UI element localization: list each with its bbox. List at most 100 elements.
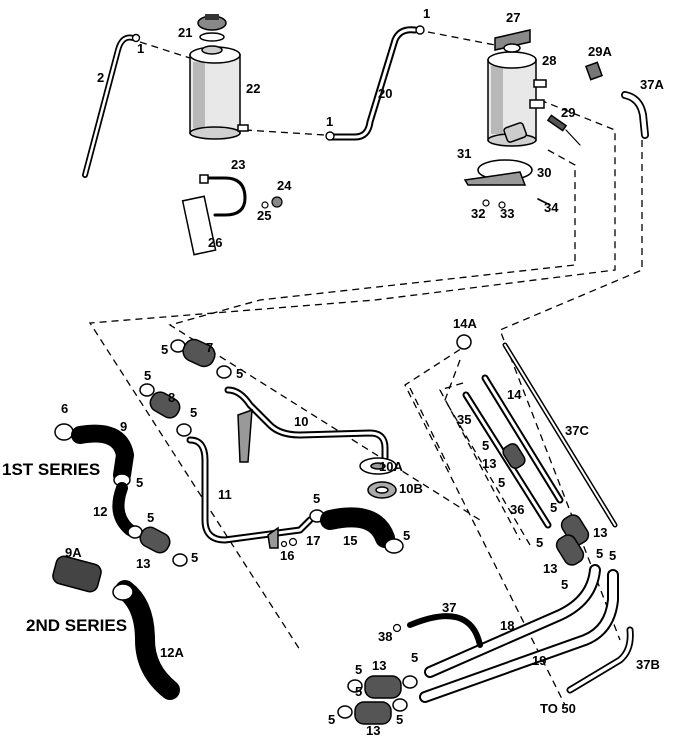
clips-and-hoses-left bbox=[54, 338, 232, 567]
part-label: 10 bbox=[294, 414, 308, 429]
series-label: 2ND SERIES bbox=[26, 616, 127, 635]
part-label: 37 bbox=[442, 600, 456, 615]
part-label: 9A bbox=[65, 545, 82, 560]
part-label: 19 bbox=[532, 653, 546, 668]
part-label: 15 bbox=[343, 533, 357, 548]
part-label: 37C bbox=[565, 423, 589, 438]
part-label: 5 bbox=[161, 342, 168, 357]
part-label: 12A bbox=[160, 645, 184, 660]
nut-24 bbox=[261, 196, 283, 209]
part-label: 28 bbox=[542, 53, 556, 68]
part-label: 5 bbox=[328, 712, 335, 727]
leader-lines bbox=[88, 31, 643, 706]
part-label: 14A bbox=[453, 316, 477, 331]
part-label: 11 bbox=[218, 487, 232, 502]
plug-29A bbox=[585, 61, 603, 81]
hose-12A bbox=[112, 580, 180, 700]
part-label: 1 bbox=[326, 114, 333, 129]
part-label: 37B bbox=[636, 657, 660, 672]
expansion-tank-28 bbox=[487, 51, 547, 147]
hose-15 bbox=[309, 507, 404, 554]
part-label: 5 bbox=[355, 662, 362, 677]
hose-37 bbox=[392, 613, 483, 648]
part-label: 6 bbox=[61, 401, 68, 416]
part-label: 1 bbox=[137, 41, 144, 56]
hose-37A bbox=[621, 91, 649, 139]
part-label: 13 bbox=[482, 456, 496, 471]
part-label: 34 bbox=[544, 200, 559, 215]
switch-29 bbox=[546, 114, 581, 146]
part-label: 25 bbox=[257, 208, 271, 223]
part-label: 5 bbox=[396, 712, 403, 727]
part-label: 5 bbox=[482, 438, 489, 453]
part-label: 13 bbox=[372, 658, 386, 673]
part-label: 31 bbox=[457, 146, 471, 161]
part-label: 5 bbox=[550, 500, 557, 515]
part-label: 36 bbox=[510, 502, 524, 517]
part-label: 5 bbox=[403, 528, 410, 543]
hose-37B bbox=[566, 626, 634, 694]
pipes-14-35-37C bbox=[456, 334, 618, 566]
hose-9A bbox=[52, 555, 102, 593]
pipe-2 bbox=[82, 33, 141, 178]
part-label: 30 bbox=[537, 165, 551, 180]
part-label: 5 bbox=[144, 368, 151, 383]
part-label: 8 bbox=[168, 390, 175, 405]
part-label: 13 bbox=[136, 556, 150, 571]
part-label: TO 50 bbox=[540, 701, 576, 716]
part-label: 14 bbox=[507, 387, 522, 402]
part-label: 5 bbox=[191, 550, 198, 565]
part-label: 24 bbox=[277, 178, 292, 193]
part-label: 20 bbox=[378, 86, 392, 101]
part-label: 27 bbox=[506, 10, 520, 25]
part-label: 10A bbox=[379, 459, 403, 474]
part-label: 1 bbox=[423, 6, 430, 21]
part-label: 7 bbox=[206, 340, 213, 355]
part-label: 13 bbox=[593, 525, 607, 540]
part-label: 38 bbox=[378, 629, 392, 644]
part-label: 32 bbox=[471, 206, 485, 221]
part-label: 16 bbox=[280, 548, 294, 563]
pipe-10 bbox=[224, 386, 397, 499]
part-label: 9 bbox=[120, 419, 127, 434]
part-label: 5 bbox=[411, 650, 418, 665]
part-label: 5 bbox=[313, 491, 320, 506]
part-label: 13 bbox=[366, 723, 380, 738]
part-label: 26 bbox=[208, 235, 222, 250]
part-label: 5 bbox=[561, 577, 568, 592]
part-label: 37A bbox=[640, 77, 664, 92]
part-label: 18 bbox=[500, 618, 514, 633]
part-label: 5 bbox=[147, 510, 154, 525]
part-label: 5 bbox=[190, 405, 197, 420]
pipes-18-19 bbox=[419, 564, 619, 703]
pad-26 bbox=[181, 195, 217, 256]
part-label: 5 bbox=[596, 546, 603, 561]
part-label: 29 bbox=[561, 105, 575, 120]
pipe-20 bbox=[325, 25, 425, 141]
part-label: 12 bbox=[93, 504, 107, 519]
part-label: 5 bbox=[609, 548, 616, 563]
part-label: 2 bbox=[97, 70, 104, 85]
strap-30 bbox=[463, 159, 551, 209]
part-label: 33 bbox=[500, 206, 514, 221]
part-label: 5 bbox=[236, 366, 243, 381]
part-label: 17 bbox=[306, 533, 320, 548]
header-tank-22 bbox=[189, 46, 249, 140]
part-label: 5 bbox=[498, 475, 505, 490]
part-label: 35 bbox=[457, 412, 471, 427]
bracket-23 bbox=[199, 174, 247, 217]
series-label: 1ST SERIES bbox=[2, 460, 100, 479]
hoses-13-bottom bbox=[337, 675, 418, 725]
part-label: 10B bbox=[399, 481, 423, 496]
pipe-11 bbox=[186, 436, 314, 549]
part-label: 5 bbox=[355, 684, 362, 699]
part-label: 29A bbox=[588, 44, 612, 59]
filler-cap-21 bbox=[197, 14, 227, 55]
part-label: 22 bbox=[246, 81, 260, 96]
part-label: 5 bbox=[136, 475, 143, 490]
part-label: 21 bbox=[178, 25, 192, 40]
part-label: 5 bbox=[536, 535, 543, 550]
part-label: 23 bbox=[231, 157, 245, 172]
